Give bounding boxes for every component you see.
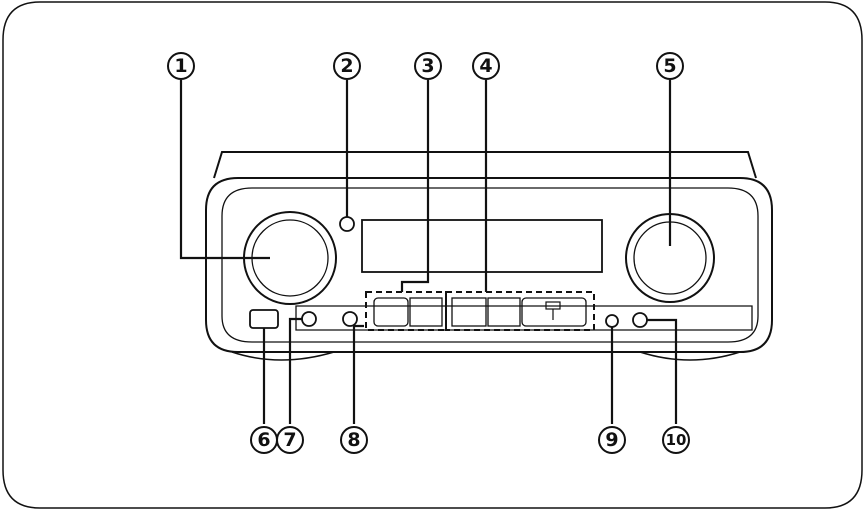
svg-text:2: 2 — [340, 55, 353, 77]
display-window — [361, 219, 603, 273]
callout-6: 6 — [250, 426, 278, 454]
svg-text:5: 5 — [663, 55, 676, 77]
button-icon — [487, 297, 521, 327]
small-jack-icon — [342, 311, 358, 327]
callout-4: 4 — [472, 52, 500, 80]
svg-text:8: 8 — [347, 429, 360, 451]
device-inner-bezel — [221, 187, 759, 343]
leader-line-8 — [352, 324, 364, 424]
svg-text:7: 7 — [283, 429, 296, 451]
svg-text:6: 6 — [257, 429, 270, 451]
button-icon — [409, 297, 443, 327]
device-foot-right — [639, 351, 741, 361]
small-jack-icon — [339, 216, 355, 232]
control-strip — [295, 305, 753, 331]
button-icon — [373, 297, 409, 327]
small-jack-icon — [605, 314, 619, 328]
button-icon — [451, 297, 487, 327]
svg-text:4: 4 — [479, 55, 492, 77]
leader-line-7 — [288, 317, 302, 424]
callout-2: 2 — [333, 52, 361, 80]
leader-line-10 — [647, 318, 678, 424]
svg-text:10: 10 — [666, 431, 687, 449]
callout-9: 9 — [598, 426, 626, 454]
callout-1: 1 — [167, 52, 195, 80]
callout-8: 8 — [340, 426, 368, 454]
button-group-4-outline — [445, 291, 595, 331]
device-foot-left — [231, 351, 335, 361]
button-icon — [521, 297, 587, 327]
leader-line-1 — [179, 80, 270, 260]
leader-line-3 — [400, 80, 430, 292]
callout-10: 10 — [662, 426, 690, 454]
callout-7: 7 — [276, 426, 304, 454]
small-jack-icon — [632, 312, 648, 328]
svg-text:9: 9 — [605, 429, 618, 451]
button-group-3-outline — [365, 291, 447, 331]
power-button-icon — [249, 309, 279, 329]
callout-5: 5 — [656, 52, 684, 80]
svg-text:1: 1 — [174, 55, 187, 77]
leader-lines — [179, 80, 678, 424]
callout-3: 3 — [414, 52, 442, 80]
small-jack-icon — [301, 311, 317, 327]
svg-text:3: 3 — [421, 55, 434, 77]
